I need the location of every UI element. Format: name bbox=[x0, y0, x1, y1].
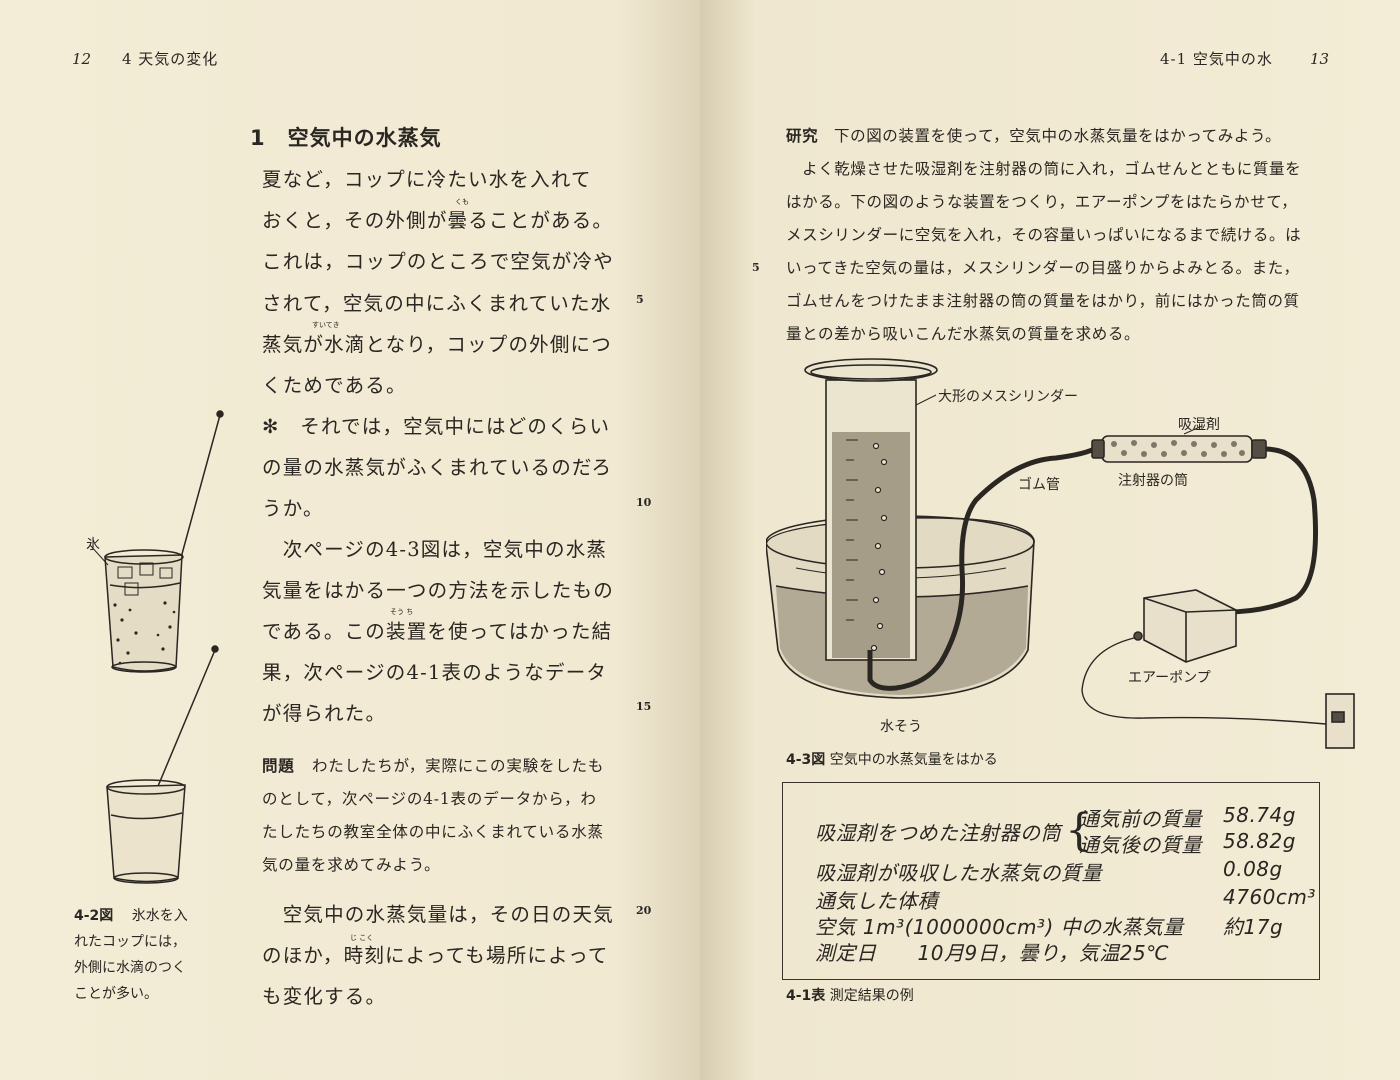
figure-caption-number: 4-3図 bbox=[786, 752, 826, 768]
body-line: 蒸気が水滴となり，コップの外側につ bbox=[262, 333, 612, 356]
page-number-right: 13 bbox=[1310, 50, 1330, 68]
research-line: 下の図の装置を使って，空気中の水蒸気量をはかってみよう。 bbox=[834, 127, 1282, 145]
label-absorbent: 吸湿剤 bbox=[1178, 417, 1220, 433]
research-label: 研究 bbox=[786, 127, 819, 145]
figure-caption-4-2: 4-2図 氷水を入 bbox=[74, 905, 188, 925]
line-number: 5 bbox=[752, 261, 760, 274]
body-line: が得られた。 bbox=[262, 702, 387, 725]
body-line: 空気中の水蒸気量は，その日の天気 bbox=[262, 903, 614, 926]
page-number-left: 12 bbox=[72, 50, 92, 68]
right-page: 4-1 空気中の水 13 研究 下の図の装置を使って，空気中の水蒸気量をはかって… bbox=[700, 0, 1400, 1080]
body-line: おくと，その外側が曇ることがある。 bbox=[262, 209, 614, 232]
body-line: 気量をはかる一つの方法を示したもの bbox=[262, 579, 614, 602]
label-pump: エアーポンプ bbox=[1128, 670, 1211, 686]
problem-line: わたしたちが，実際にこの実験をしたも bbox=[312, 757, 605, 775]
label-tank: 水そう bbox=[880, 719, 922, 735]
table-row-label: 吸湿剤をつめた注射器の筒 bbox=[815, 821, 1061, 845]
figure-caption-line: 外側に水滴のつく bbox=[74, 960, 186, 976]
figure-caption-4-3: 4-3図 空気中の水蒸気量をはかる bbox=[786, 749, 998, 769]
table-caption-4-1: 4-1表 測定結果の例 bbox=[786, 985, 914, 1005]
research-line: はかる。下の図のような装置をつくり，エアーポンプをはたらかせて， bbox=[786, 193, 1298, 211]
body-line: くためである。 bbox=[262, 374, 407, 397]
body-line: されて，空気の中にふくまれていた水 bbox=[262, 292, 612, 315]
label-syringe: 注射器の筒 bbox=[1118, 473, 1188, 489]
line-number: 15 bbox=[636, 700, 652, 713]
ruby-jikoku: じ こく bbox=[350, 934, 374, 942]
line-number: 10 bbox=[636, 496, 652, 509]
label-rubber-tube: ゴム管 bbox=[1018, 477, 1060, 493]
running-head-right: 4-1 空気中の水 bbox=[1160, 50, 1273, 68]
body-line: 次ページの4-3図は，空気中の水蒸 bbox=[262, 538, 608, 561]
body-line: これは，コップのところで空気が冷や bbox=[262, 250, 614, 273]
problem-line: 気の量を求めてみよう。 bbox=[262, 856, 441, 874]
line-number: 20 bbox=[636, 904, 652, 917]
running-head-left: 4 天気の変化 bbox=[122, 50, 219, 68]
research-line: よく乾燥させた吸湿剤を注射器の筒に入れ，ゴムせんとともに質量を bbox=[786, 160, 1302, 178]
body-line: 夏など，コップに冷たい水を入れて bbox=[262, 168, 592, 191]
ruby-kumoru: くも bbox=[455, 198, 469, 206]
glass-illustration bbox=[89, 410, 224, 884]
body-line: ✻ それでは，空気中にはどのくらい bbox=[262, 415, 611, 438]
table-sub-label: 通気前の質量 bbox=[1079, 807, 1202, 831]
table-value: 4760cm³ bbox=[1223, 885, 1316, 909]
body-line: も変化する。 bbox=[262, 985, 387, 1008]
figure-caption-number: 4-2図 bbox=[74, 908, 114, 924]
body-line: である。この装置を使ってはかった結 bbox=[262, 620, 613, 643]
ruby-suiteki: すいてき bbox=[312, 321, 340, 329]
table-row-label: 吸湿剤が吸収した水蒸気の質量 bbox=[815, 861, 1102, 885]
line-number: 5 bbox=[636, 293, 644, 306]
figure-caption-text: 空気中の水蒸気量をはかる bbox=[829, 752, 998, 768]
figure-caption-line: ことが多い。 bbox=[74, 986, 158, 1002]
figure-caption-line: れたコップには， bbox=[74, 934, 186, 950]
table-caption-text: 測定結果の例 bbox=[829, 988, 914, 1004]
table-value: 58.82g bbox=[1223, 829, 1296, 853]
table-row-label: 空気 1m³(1000000cm³) 中の水蒸気量 bbox=[815, 915, 1184, 939]
left-page: 12 4 天気の変化 1 空気中の水蒸気 夏など，コップに冷たい水を入れて おく… bbox=[0, 0, 700, 1080]
figure-caption-line: 氷水を入 bbox=[131, 908, 188, 924]
body-line: 果，次ページの4-1表のようなデータ bbox=[262, 661, 608, 684]
label-cylinder: 大形のメスシリンダー bbox=[938, 389, 1078, 405]
label-ice: 氷 bbox=[86, 537, 100, 553]
research-line: メスシリンダーに空気を入れ，その容量いっぱいになるまで続ける。は bbox=[786, 226, 1302, 244]
table-row-label: 通気した体積 bbox=[815, 889, 938, 913]
research-line: いってきた空気の量は，メスシリンダーの目盛りからよみとる。また， bbox=[786, 259, 1300, 277]
section-title: 1 空気中の水蒸気 bbox=[250, 126, 442, 150]
table-row-label: 測定日 10月9日，曇り，気温25℃ bbox=[815, 941, 1170, 965]
wall-outlet bbox=[1325, 693, 1355, 749]
apparatus-illustration bbox=[766, 358, 1355, 749]
research-line: ゴムせんをつけたまま注射器の筒の質量をはかり，前にはかった筒の質 bbox=[786, 292, 1300, 310]
problem-line: たしたちの教室全体の中にふくまれている水蒸 bbox=[262, 823, 604, 841]
problem-label: 問題 bbox=[262, 757, 295, 775]
brace: { bbox=[1065, 805, 1093, 856]
syringe-barrel bbox=[1101, 435, 1253, 463]
body-line: うか。 bbox=[262, 497, 324, 520]
ice-water-glass bbox=[89, 410, 224, 673]
problem-line: のとして，次ページの4-1表のデータから，わ bbox=[262, 790, 597, 808]
table-value: 約17g bbox=[1223, 915, 1284, 939]
empty-glass bbox=[106, 645, 219, 884]
body-line: のほか，時刻によっても場所によって bbox=[262, 944, 609, 967]
ruby-souchi: そう ち bbox=[390, 608, 414, 616]
table-value: 0.08g bbox=[1223, 857, 1283, 881]
results-table: 吸湿剤をつめた注射器の筒 { 通気前の質量 通気後の質量 58.74g 58.8… bbox=[782, 782, 1320, 980]
table-sub-label: 通気後の質量 bbox=[1079, 833, 1202, 857]
table-caption-number: 4-1表 bbox=[786, 988, 826, 1004]
research-line: 量との差から吸いこんだ水蒸気の質量を求める。 bbox=[786, 325, 1141, 343]
air-pump bbox=[1143, 589, 1237, 663]
body-line: の量の水蒸気がふくまれているのだろ bbox=[262, 456, 613, 479]
table-value: 58.74g bbox=[1223, 803, 1296, 827]
rubber-tube bbox=[867, 445, 1098, 691]
